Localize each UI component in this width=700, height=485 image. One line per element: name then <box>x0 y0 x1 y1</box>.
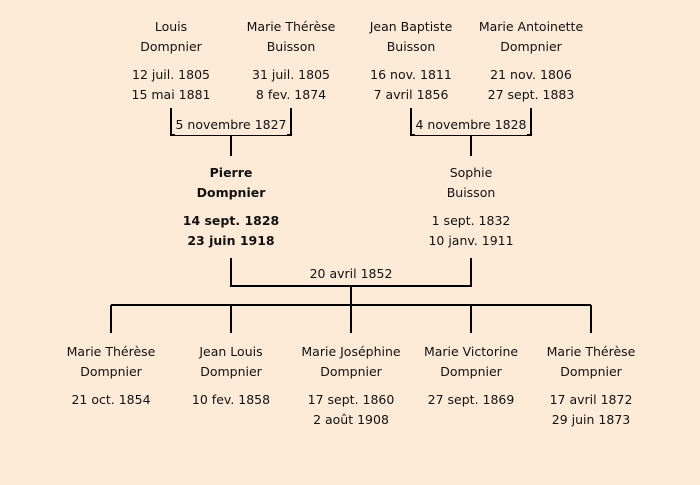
marriage-line-right <box>410 108 532 156</box>
last-name: Dompnier <box>440 364 502 379</box>
person-louis-dompnier[interactable]: Louis Dompnier 12 juil. 1805 15 mai 1881 <box>106 17 236 105</box>
children-line <box>110 304 592 333</box>
child-marie-therese-2[interactable]: Marie Thérèse Dompnier 17 avril 1872 29 … <box>526 342 656 430</box>
death-date: 27 sept. 1883 <box>487 87 575 102</box>
death-date: 29 juin 1873 <box>551 412 631 427</box>
death-date: 23 juin 1918 <box>187 233 275 248</box>
last-name: Dompnier <box>500 39 562 54</box>
last-name: Dompnier <box>200 364 262 379</box>
death-date: 7 avril 1856 <box>373 87 449 102</box>
death-date: 2 août 1908 <box>313 412 389 427</box>
first-name: Louis <box>154 19 188 34</box>
birth-date: 10 fev. 1858 <box>191 392 271 407</box>
person-jean-baptiste-buisson[interactable]: Jean Baptiste Buisson 16 nov. 1811 7 avr… <box>346 17 476 105</box>
first-name: Pierre <box>209 165 253 180</box>
marriage-date-right: 4 novembre 1828 <box>415 115 527 135</box>
last-name: Dompnier <box>560 364 622 379</box>
birth-date: 1 sept. 1832 <box>431 213 511 228</box>
birth-date: 27 sept. 1869 <box>427 392 515 407</box>
first-name: Marie Victorine <box>423 344 519 359</box>
child-marie-josephine[interactable]: Marie Joséphine Dompnier 17 sept. 1860 2… <box>286 342 416 430</box>
child-marie-victorine[interactable]: Marie Victorine Dompnier 27 sept. 1869 <box>406 342 536 410</box>
first-name: Marie Antoinette <box>478 19 584 34</box>
person-marie-therese-buisson[interactable]: Marie Thérèse Buisson 31 juil. 1805 8 fe… <box>226 17 356 105</box>
death-date: 10 janv. 1911 <box>428 233 514 248</box>
first-name: Jean Baptiste <box>369 19 453 34</box>
first-name: Marie Thérèse <box>246 19 336 34</box>
marriage-line-left <box>170 108 292 156</box>
child-jean-louis[interactable]: Jean Louis Dompnier 10 fev. 1858 <box>166 342 296 410</box>
last-name: Buisson <box>446 185 496 200</box>
birth-date: 17 avril 1872 <box>549 392 633 407</box>
birth-date: 21 oct. 1854 <box>71 392 151 407</box>
marriage-date-left: 5 novembre 1827 <box>175 115 287 135</box>
last-name: Dompnier <box>320 364 382 379</box>
birth-date: 14 sept. 1828 <box>182 213 280 228</box>
person-pierre-dompnier[interactable]: Pierre Dompnier 14 sept. 1828 23 juin 19… <box>166 163 296 251</box>
person-marie-antoinette-dompnier[interactable]: Marie Antoinette Dompnier 21 nov. 1806 2… <box>466 17 596 105</box>
birth-date: 21 nov. 1806 <box>490 67 572 82</box>
last-name: Dompnier <box>140 39 202 54</box>
marriage-date-main: 20 avril 1852 <box>309 266 393 281</box>
last-name: Buisson <box>266 39 316 54</box>
birth-date: 16 nov. 1811 <box>370 67 452 82</box>
last-name: Dompnier <box>80 364 142 379</box>
child-marie-therese[interactable]: Marie Thérèse Dompnier 21 oct. 1854 <box>46 342 176 410</box>
first-name: Marie Joséphine <box>301 344 401 359</box>
first-name: Jean Louis <box>199 344 263 359</box>
birth-date: 17 sept. 1860 <box>307 392 395 407</box>
birth-date: 12 juil. 1805 <box>132 67 210 82</box>
death-date: 15 mai 1881 <box>131 87 211 102</box>
first-name: Sophie <box>449 165 493 180</box>
marriage-line-main <box>230 258 472 305</box>
person-sophie-buisson[interactable]: Sophie Buisson 1 sept. 1832 10 janv. 191… <box>406 163 536 251</box>
death-date: 8 fev. 1874 <box>255 87 327 102</box>
last-name: Buisson <box>386 39 436 54</box>
birth-date: 31 juil. 1805 <box>252 67 330 82</box>
first-name: Marie Thérèse <box>66 344 156 359</box>
first-name: Marie Thérèse <box>546 344 636 359</box>
last-name: Dompnier <box>196 185 266 200</box>
